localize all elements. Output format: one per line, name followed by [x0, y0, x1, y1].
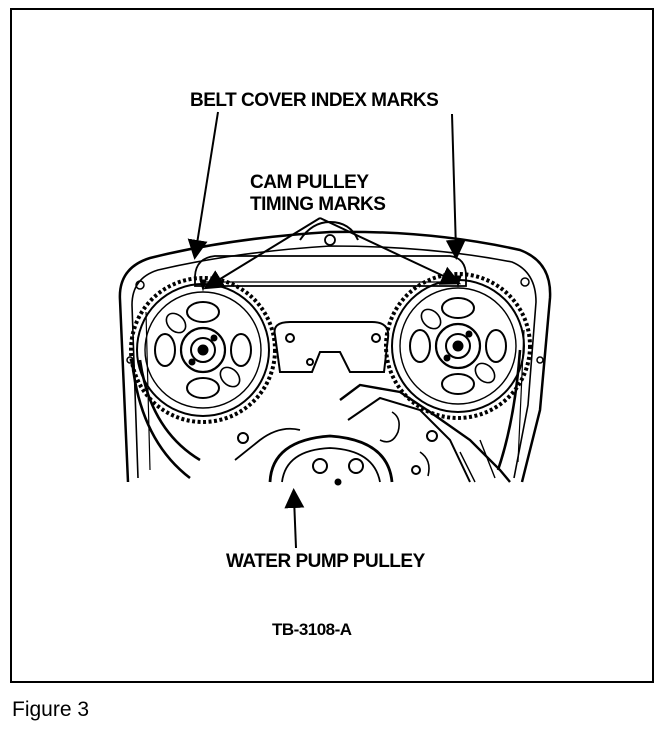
water-pump-pulley-label: WATER PUMP PULLEY [226, 551, 425, 572]
cam-pulley-label-line2: TIMING MARKS [250, 194, 386, 215]
cylinder-head-detail [234, 321, 511, 483]
water-pump-pulley [268, 434, 394, 486]
left-cam-pulley [129, 276, 277, 424]
callout-arrows [187, 111, 466, 549]
cam-pulley-label-line1: CAM PULLEY [250, 172, 369, 193]
belt-cover-index-marks-label: BELT COVER INDEX MARKS [190, 90, 439, 111]
figure-frame [10, 8, 654, 683]
part-number-label: TB-3108-A [272, 620, 352, 639]
figure-caption: Figure 3 [12, 698, 90, 721]
timing-belt [130, 349, 522, 480]
